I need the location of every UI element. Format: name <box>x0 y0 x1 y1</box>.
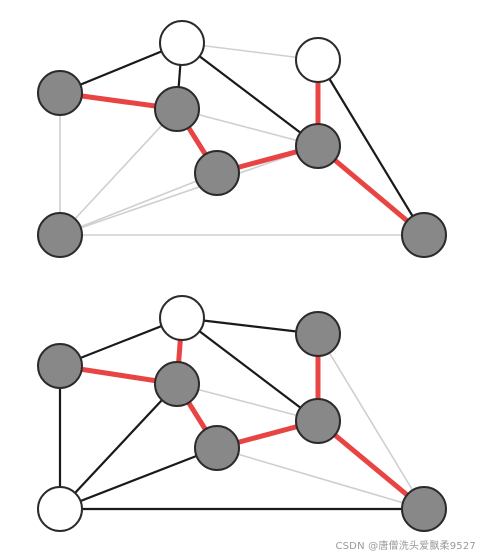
edge-bottom-A-F-black <box>180 316 320 423</box>
edge-top-F-H-red <box>315 143 427 238</box>
node-bottom-E-gray <box>194 425 240 471</box>
edge-top-B-H-black <box>316 58 426 237</box>
node-top-B-white <box>295 37 341 83</box>
node-bottom-C-gray <box>37 343 83 389</box>
edge-bottom-D-G-black <box>58 382 179 511</box>
graph-top-edges <box>57 41 427 238</box>
node-bottom-B-gray <box>295 311 341 357</box>
edge-top-D-G-light <box>59 108 178 236</box>
node-top-G-gray <box>37 212 83 258</box>
graph-bottom-edges <box>57 315 427 512</box>
node-top-A-white <box>159 20 205 66</box>
node-bottom-D-gray <box>154 361 200 407</box>
node-top-D-gray <box>154 86 200 132</box>
node-bottom-G-white <box>37 486 83 532</box>
node-bottom-H-gray <box>401 486 447 532</box>
node-bottom-A-white <box>159 295 205 341</box>
graph-top-nodes <box>37 20 447 258</box>
edge-bottom-D-F-light <box>176 383 319 422</box>
node-top-C-gray <box>37 70 83 116</box>
edge-top-A-F-black <box>180 41 320 148</box>
edge-top-D-F-light <box>176 108 319 147</box>
graph-bottom <box>37 295 447 532</box>
edge-bottom-B-H-light <box>317 333 425 510</box>
edge-bottom-E-H-light <box>216 447 425 510</box>
node-top-F-gray <box>295 123 341 169</box>
node-bottom-F-gray <box>295 398 341 444</box>
graph-top <box>37 20 447 258</box>
edge-top-E-G-light <box>59 172 218 236</box>
watermark-text: CSDN @唐僧洗头爱飘柔9527 <box>335 541 476 552</box>
edge-top-F-G-light <box>59 145 319 236</box>
node-top-H-gray <box>401 212 447 258</box>
edge-bottom-E-G-black <box>58 446 219 511</box>
graph-bottom-nodes <box>37 295 447 532</box>
node-top-E-gray <box>194 150 240 196</box>
